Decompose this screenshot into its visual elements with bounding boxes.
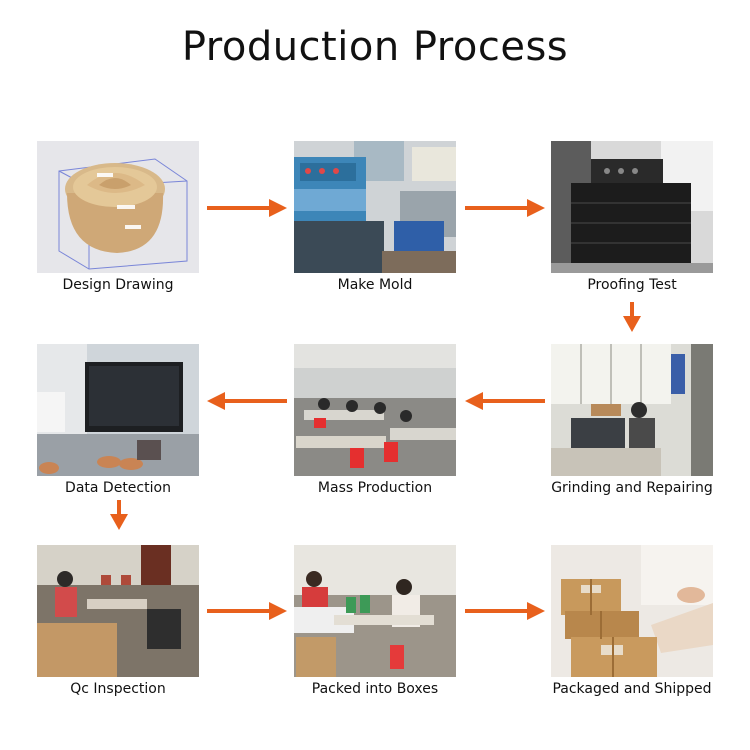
page-title: Production Process	[181, 24, 569, 70]
step-qc-inspection: Qc Inspection	[37, 545, 199, 698]
step-packed-into-boxes: Packed into Boxes	[294, 545, 456, 698]
arrow-left-icon	[465, 392, 545, 410]
cad-rose-model-image	[37, 141, 199, 273]
step-label: Mass Production	[317, 480, 433, 496]
arrow-right-icon	[465, 602, 545, 620]
step-mass-production: Mass Production	[294, 344, 456, 497]
factory-floor-image	[294, 344, 456, 476]
step-grinding-and-repairing: Grinding and Repairing	[551, 344, 713, 497]
step-make-mold: Make Mold	[294, 141, 456, 294]
packing-workers-image	[294, 545, 456, 677]
step-label: Packed into Boxes	[311, 681, 439, 697]
arrow-down-icon	[623, 302, 641, 332]
step-label: Grinding and Repairing	[551, 480, 713, 496]
test-machine-image	[551, 141, 713, 273]
computer-inspection-image	[37, 344, 199, 476]
step-packaged-and-shipped: Packaged and Shipped	[551, 545, 713, 698]
step-label: Packaged and Shipped	[552, 681, 712, 697]
workshop-grinding-image	[551, 344, 713, 476]
step-label: Proofing Test	[587, 277, 677, 293]
step-data-detection: Data Detection	[37, 344, 199, 497]
step-proofing-test: Proofing Test	[551, 141, 713, 294]
step-label: Make Mold	[337, 277, 413, 293]
arrow-right-icon	[465, 199, 545, 217]
arrow-right-icon	[207, 199, 287, 217]
step-design-drawing: Design Drawing	[37, 141, 199, 294]
qc-workers-image	[37, 545, 199, 677]
mold-machine-image	[294, 141, 456, 273]
arrow-down-icon	[110, 500, 128, 530]
cardboard-boxes-image	[551, 545, 713, 677]
step-label: Design Drawing	[62, 277, 174, 293]
arrow-left-icon	[207, 392, 287, 410]
step-label: Data Detection	[65, 480, 171, 496]
step-label: Qc Inspection	[70, 681, 166, 697]
arrow-right-icon	[207, 602, 287, 620]
